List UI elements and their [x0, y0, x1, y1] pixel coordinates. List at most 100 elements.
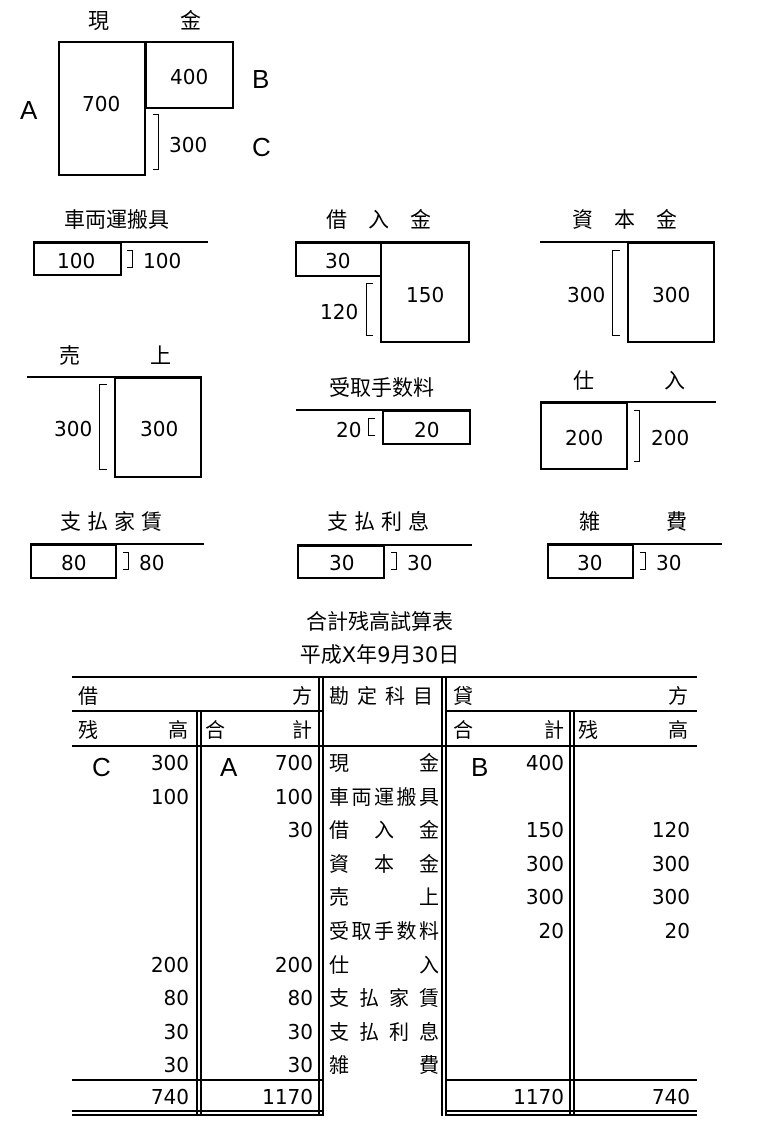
tb-cell-credit-balance: 300: [651, 885, 690, 909]
sales-title-left: 売: [59, 344, 80, 368]
tb-cell-debit-total: 200: [274, 953, 313, 977]
tb-header-credit-side: 方: [668, 684, 688, 708]
tb-cell-credit-total: 20: [538, 919, 564, 943]
misc-title-right: 費: [666, 510, 687, 534]
sales-credit-box: [114, 377, 202, 478]
cash-label-b: B: [252, 64, 270, 94]
tb-sub-credit-balance-left: 残: [578, 718, 598, 742]
tb-marker-b: B: [471, 752, 489, 782]
tb-cell-debit-balance: 100: [150, 785, 189, 809]
loans-title: 借 入 金: [326, 208, 431, 232]
capital-credit-box: [627, 242, 715, 343]
tb-cell-account: 仕 入: [329, 953, 439, 977]
tb-vrule-1b: [200, 711, 202, 1116]
tb-cell-account: 支 払 利 息: [329, 1020, 439, 1044]
cash-balance-bracket: [153, 114, 159, 170]
tb-cell-account: 資 本 金: [329, 852, 439, 876]
loans-balance-value: 120: [320, 300, 359, 324]
vehicles-debit-value: 100: [57, 249, 96, 273]
capital-credit-value: 300: [652, 283, 691, 307]
tb-header-credit: 貸: [453, 684, 473, 708]
rent-bracket: [123, 552, 129, 570]
tb-cell-debit-total: 700: [274, 751, 313, 775]
tb-rule-total-left: [72, 1079, 324, 1081]
tb-rule-bottom-left-2: [72, 1114, 324, 1116]
vehicles-balance-value: 100: [143, 249, 182, 273]
tb-cell-account: 雑 費: [329, 1053, 439, 1077]
misc-bracket: [640, 552, 646, 570]
tb-vrule-3a: [441, 676, 443, 1116]
misc-debit-value: 30: [577, 551, 603, 575]
tb-rule-total-right: [446, 1079, 697, 1081]
sales-credit-value: 300: [140, 417, 179, 441]
cash-label-c: C: [252, 132, 271, 162]
purchases-debit-value: 200: [565, 426, 604, 450]
tb-sub-credit-balance-right: 高: [668, 718, 688, 742]
purchases-rule: [540, 401, 716, 403]
sales-balance-value: 300: [54, 417, 93, 441]
tb-sub-debit-total-left: 合: [205, 718, 225, 742]
tb-rule-top: [72, 676, 697, 678]
tb-cell-debit-total: 30: [287, 1020, 313, 1044]
tb-title: 合計残高試算表: [306, 610, 453, 634]
tb-total-debit-total: 1170: [262, 1085, 313, 1109]
tb-vrule-4b: [573, 711, 575, 1116]
interest-debit-value: 30: [329, 551, 355, 575]
tb-cell-debit-total: 80: [287, 986, 313, 1010]
capital-balance-value: 300: [567, 283, 606, 307]
cash-title-left: 現: [88, 9, 109, 33]
tb-cell-credit-total: 300: [525, 885, 564, 909]
purchases-bracket: [634, 410, 640, 462]
tb-cell-account: 受取手数料: [329, 919, 439, 943]
tb-total-credit-total: 1170: [513, 1085, 564, 1109]
tb-vrule-2b: [322, 676, 324, 1116]
tb-cell-debit-balance: 300: [150, 751, 189, 775]
tb-vrule-2a: [318, 676, 320, 1116]
tb-vrule-1a: [196, 711, 198, 1116]
rent-title: 支払家賃: [60, 510, 168, 534]
fees-credit-box: [382, 410, 471, 445]
tb-cell-credit-balance: 300: [651, 852, 690, 876]
misc-rule: [547, 543, 722, 545]
loans-debit-value: 30: [325, 249, 351, 273]
fees-bracket: [368, 418, 375, 436]
tb-cell-credit-total: 150: [525, 818, 564, 842]
purchases-title-right: 入: [664, 369, 685, 393]
capital-title: 資 本 金: [572, 208, 677, 232]
tb-cell-account: 現 金: [329, 751, 439, 775]
tb-cell-debit-balance: 200: [150, 953, 189, 977]
tb-rule-bottom-left-1: [72, 1110, 324, 1112]
purchases-title-left: 仕: [573, 369, 594, 393]
tb-sub-credit-total-right: 計: [544, 718, 564, 742]
rent-debit-box: [30, 544, 117, 579]
tb-cell-credit-total: 400: [525, 751, 564, 775]
vehicles-bracket: [127, 250, 133, 268]
fees-title: 受取手数料: [329, 376, 434, 400]
purchases-debit-box: [540, 402, 628, 470]
tb-cell-credit-balance: 20: [664, 919, 690, 943]
loans-credit-box: [380, 242, 470, 343]
purchases-balance-value: 200: [651, 426, 690, 450]
tb-sub-debit-balance-right: 高: [168, 718, 188, 742]
cash-credit-box: [145, 41, 234, 109]
tb-cell-account: 車両運搬具: [329, 785, 439, 809]
cash-title-right: 金: [180, 9, 201, 33]
tb-date: 平成X年9月30日: [299, 643, 460, 667]
tb-rule-bottom-right-1: [446, 1110, 697, 1112]
tb-cell-debit-total: 30: [287, 818, 313, 842]
tb-header-debit: 借: [78, 684, 98, 708]
tb-cell-account: 売 上: [329, 885, 439, 909]
tb-vrule-4a: [569, 711, 571, 1116]
tb-cell-credit-total: 300: [525, 852, 564, 876]
tb-total-debit-balance: 740: [150, 1085, 189, 1109]
tb-header-debit-side: 方: [292, 684, 312, 708]
tb-sub-debit-balance-left: 残: [78, 718, 98, 742]
cash-label-a: A: [20, 95, 38, 125]
tb-cell-debit-total: 100: [274, 785, 313, 809]
vehicles-title: 車両運搬具: [64, 208, 169, 232]
tb-header-account: 勘定科目: [329, 684, 441, 708]
tb-total-credit-balance: 740: [651, 1085, 690, 1109]
misc-title-left: 雑: [579, 510, 600, 534]
tb-sub-credit-total-left: 合: [453, 718, 473, 742]
sales-bracket: [99, 384, 107, 470]
